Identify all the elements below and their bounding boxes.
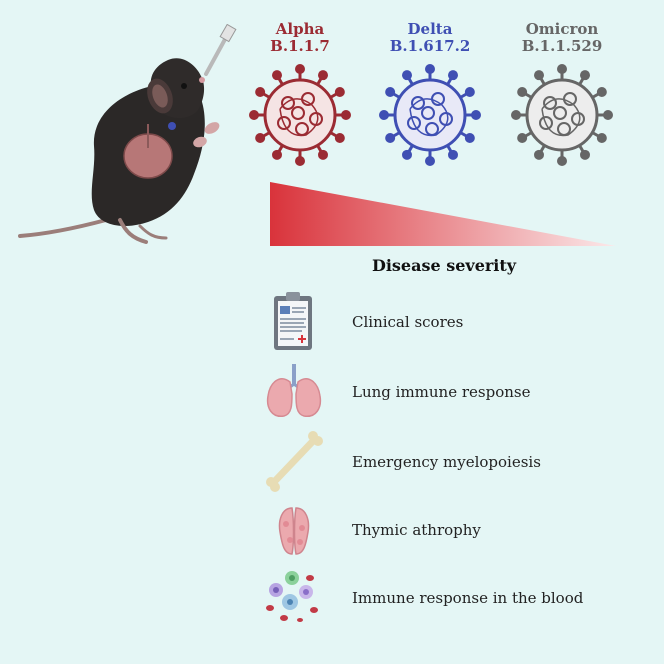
virus-particle-omicron-icon: [511, 64, 613, 166]
outcome-emergency-myelopoiesis: Emergency myelopoiesis: [262, 430, 642, 494]
variant-lineage-omicron: B.1.1.529: [521, 37, 603, 55]
outcome-clinical-scores: Clinical scores: [262, 290, 642, 354]
variant-name-omicron: Omicron: [525, 20, 599, 38]
bone-icon: [266, 431, 323, 492]
variant-name-delta: Delta: [407, 20, 453, 38]
mouse-intranasal-icon: [18, 24, 237, 244]
outcome-thymic-athrophy: Thymic athrophy: [262, 498, 642, 562]
outcome-label: Clinical scores: [352, 313, 464, 331]
blood-cells-icon: [266, 571, 318, 622]
outcome-label: Lung immune response: [352, 383, 531, 401]
clipboard-icon: [274, 292, 312, 350]
variant-lineage-alpha: B.1.1.7: [270, 37, 330, 55]
outcome-label: Emergency myelopoiesis: [352, 453, 541, 471]
variant-name-alpha: Alpha: [275, 20, 325, 38]
variant-lineage-delta: B.1.617.2: [389, 37, 471, 55]
disease-severity-label: Disease severity: [371, 256, 517, 275]
outcome-label: Thymic athrophy: [352, 521, 481, 539]
disease-severity-wedge: [270, 182, 616, 246]
thymus-icon: [278, 507, 310, 555]
lungs-icon: [266, 364, 322, 417]
outcome-lung-immune-response: Lung immune response: [262, 360, 642, 424]
outcome-label: Immune response in the blood: [352, 589, 584, 607]
virus-particle-delta-icon: [379, 64, 481, 166]
outcome-blood-immune-response: Immune response in the blood: [262, 566, 642, 630]
virus-particle-alpha-icon: [249, 64, 351, 166]
